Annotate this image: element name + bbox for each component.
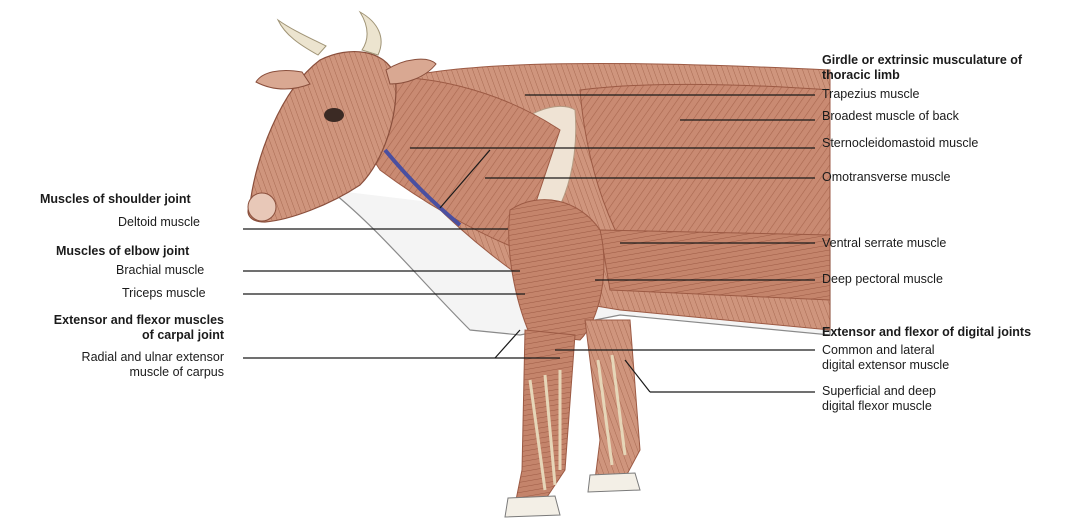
far-hoof [588,473,640,492]
label-sterno: Sternocleidomastoid muscle [822,136,978,151]
near-foreleg [515,330,575,505]
label-deltoid: Deltoid muscle [118,215,200,230]
label-carpal-heading-1: Extensor and flexor muscles [14,313,224,328]
left-ear [256,70,310,89]
label-shoulder-heading: Muscles of shoulder joint [40,192,191,207]
label-common-lateral-1: Common and lateral [822,343,935,358]
muzzle [248,193,276,221]
label-trapezius: Trapezius muscle [822,87,920,102]
back-muscle [580,84,830,250]
label-omotransverse: Omotransverse muscle [822,170,951,185]
label-broadest: Broadest muscle of back [822,109,959,124]
right-horn [360,12,381,55]
label-girdle-heading-2: thoracic limb [822,68,900,83]
serrate-muscle [600,230,830,300]
label-deep-pectoral: Deep pectoral muscle [822,272,943,287]
near-hoof [505,496,560,517]
eye [324,108,344,122]
label-ventral-serrate: Ventral serrate muscle [822,236,946,251]
label-superficial-deep-1: Superficial and deep [822,384,936,399]
label-carpal-heading-2: of carpal joint [14,328,224,343]
label-superficial-deep-2: digital flexor muscle [822,399,932,414]
label-common-lateral-2: digital extensor muscle [822,358,949,373]
label-girdle-heading-1: Girdle or extrinsic musculature of [822,53,1022,68]
label-radial-ulnar-1: Radial and ulnar extensor [14,350,224,365]
label-radial-ulnar-2: muscle of carpus [14,365,224,380]
label-digital-heading: Extensor and flexor of digital joints [822,325,1031,340]
label-triceps: Triceps muscle [122,286,206,301]
left-horn [278,20,326,55]
far-foreleg [585,320,640,480]
label-elbow-heading: Muscles of elbow joint [56,244,189,259]
label-brachial: Brachial muscle [116,263,204,278]
